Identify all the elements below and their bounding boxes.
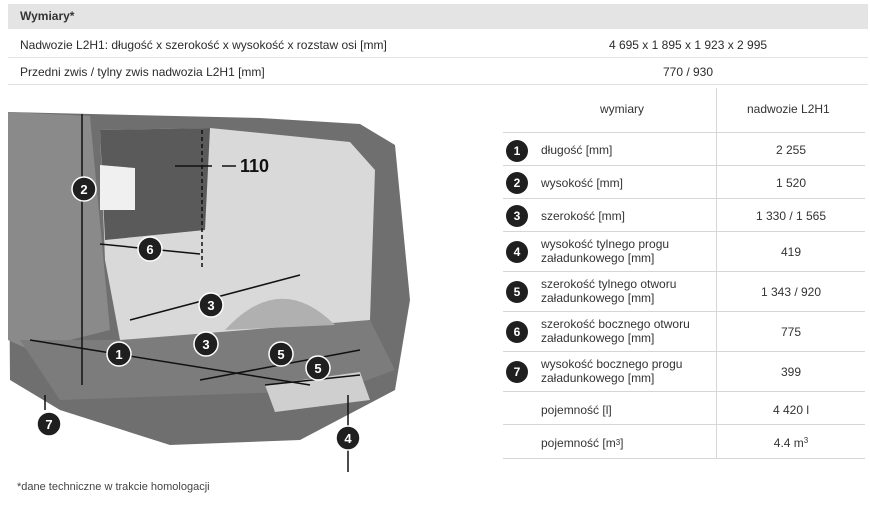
row-label: pojemność [l] (541, 403, 612, 417)
row-value: 1 343 / 920 (760, 285, 822, 299)
table-row: 6 szerokość bocznego otworu załadunkoweg… (503, 311, 865, 352)
diagram-marker: 3 (207, 298, 214, 313)
row-label: wysokość bocznego progu załadunkowego [m… (541, 357, 683, 385)
table-row: 1 długość [mm] 2 255 (503, 132, 865, 166)
diagram-marker: 5 (277, 347, 284, 362)
row-value: 419 (780, 245, 802, 259)
dim-label-110: 110 (240, 156, 269, 176)
cargo-floor (20, 320, 395, 400)
row-label: długość [mm] (541, 143, 613, 157)
dim-line-rear-opening-2 (264, 374, 361, 386)
side-wall (8, 112, 110, 350)
row-number-badge: 6 (506, 321, 528, 343)
table-row: 2 wysokość [mm] 1 520 (503, 165, 865, 199)
footnote: *dane techniczne w trakcie homologacji (17, 481, 210, 493)
row-label: szerokość bocznego otworu załadunkowego … (541, 317, 690, 345)
section-header: Wymiary* (8, 4, 868, 29)
table-column-divider (716, 88, 717, 458)
diagram-marker: 2 (80, 182, 87, 197)
row-value: 4 420 l (772, 403, 810, 417)
wheel-arch (225, 298, 335, 330)
table-header-body: nadwozie L2H1 (747, 102, 830, 116)
row-label: wysokość tylnego progu załadunkowego [mm… (541, 237, 670, 265)
row-value: 1 330 / 1 565 (755, 209, 827, 223)
spec-value: 770 / 930 (662, 65, 714, 79)
dim-line-length (29, 339, 311, 386)
table-row: 3 szerokość [mm] 1 330 / 1 565 (503, 198, 865, 232)
door-panel (100, 165, 135, 210)
row-number-badge: 7 (506, 361, 528, 383)
diagram-marker: 1 (115, 347, 122, 362)
diagram-marker: 6 (146, 242, 153, 257)
diagram-marker: 7 (45, 417, 52, 432)
row-value: 1 520 (775, 176, 807, 190)
diagram-marker: 3 (202, 337, 209, 352)
spec-value: 4 695 x 1 895 x 1 923 x 2 995 (608, 38, 768, 52)
van-cargo-diagram: 110 2 6 3 1 3 5 5 7 4 (8, 112, 410, 472)
row-label: szerokość tylnego otworu załadunkowego [… (541, 277, 677, 305)
row-value: 775 (780, 325, 802, 339)
spec-row: Przedni zwis / tylny zwis nadwozia L2H1 … (8, 58, 868, 85)
row-label: wysokość [mm] (541, 176, 624, 190)
row-number-badge: 1 (506, 140, 528, 162)
section-title: Wymiary* (20, 9, 75, 23)
row-label: szerokość [mm] (541, 209, 626, 223)
table-row: 4 wysokość tylnego progu załadunkowego [… (503, 231, 865, 272)
row-value: 4.4 m3 (773, 436, 809, 450)
row-value: 399 (780, 365, 802, 379)
row-number-badge: 2 (506, 172, 528, 194)
table-row: 5 szerokość tylnego otworu załadunkowego… (503, 271, 865, 312)
diagram-marker: 5 (314, 361, 321, 376)
table-row: 7 wysokość bocznego progu załadunkowego … (503, 351, 865, 392)
row-value: 2 255 (775, 143, 807, 157)
row-number-badge: 3 (506, 205, 528, 227)
row-label: pojemność [m3] (541, 436, 624, 450)
row-number-badge: 4 (506, 241, 528, 263)
table-row: pojemność [l] 4 420 l (503, 391, 865, 425)
bulkhead (100, 128, 210, 240)
table-header-dims: wymiary (600, 102, 644, 116)
spec-row: Nadwozie L2H1: długość x szerokość x wys… (8, 31, 868, 58)
spec-label: Nadwozie L2H1: długość x szerokość x wys… (20, 38, 387, 52)
diagram-marker: 4 (344, 431, 352, 446)
table-row: pojemność [m3] 4.4 m3 (503, 424, 865, 459)
row-number-badge: 5 (506, 281, 528, 303)
spec-label: Przedni zwis / tylny zwis nadwozia L2H1 … (20, 65, 265, 79)
